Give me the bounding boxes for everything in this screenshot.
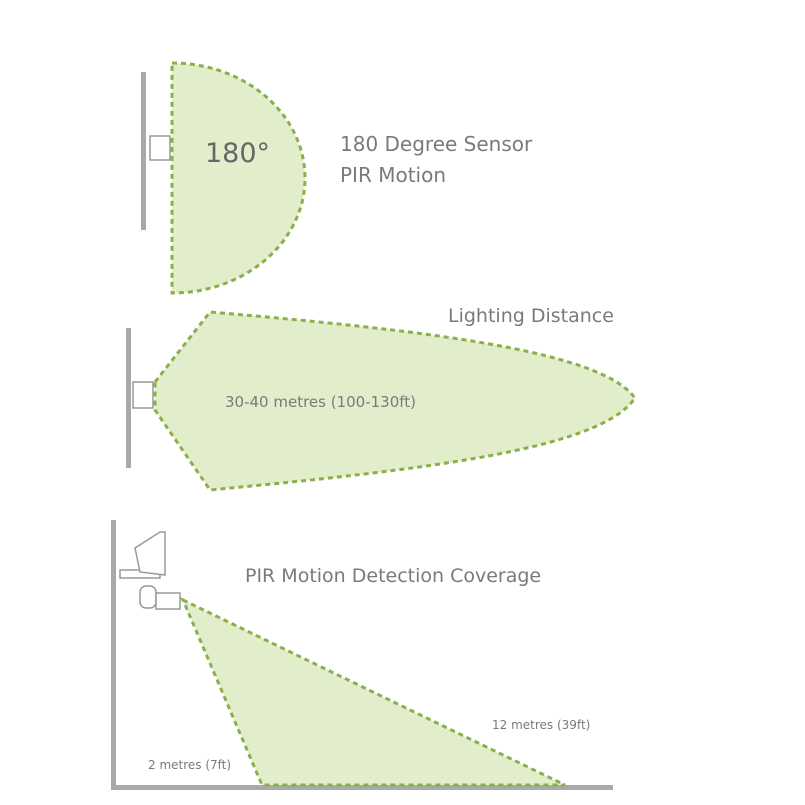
wall-1 bbox=[141, 72, 146, 230]
floodlight-icon bbox=[119, 531, 181, 610]
detection-zone-180 bbox=[170, 61, 307, 295]
near-distance-label: 2 metres (7ft) bbox=[148, 758, 232, 772]
sensor-title-line2: PIR Motion bbox=[340, 163, 447, 187]
lighting-title: Lighting Distance bbox=[448, 305, 614, 327]
floor bbox=[111, 785, 613, 790]
lighting-zone bbox=[153, 310, 637, 492]
sensor-icon-1 bbox=[149, 135, 171, 161]
lighting-distance-label: 30-40 metres (100-130ft) bbox=[225, 393, 417, 411]
sensor-title-line1: 180 Degree Sensor bbox=[340, 132, 533, 156]
far-distance-label: 12 metres (39ft) bbox=[492, 718, 591, 732]
sensor-icon-2 bbox=[132, 381, 154, 409]
coverage-title: PIR Motion Detection Coverage bbox=[245, 565, 542, 587]
wall-3 bbox=[111, 520, 116, 790]
angle-label: 180° bbox=[205, 138, 271, 169]
wall-2 bbox=[126, 328, 131, 468]
coverage-zone bbox=[180, 596, 566, 787]
